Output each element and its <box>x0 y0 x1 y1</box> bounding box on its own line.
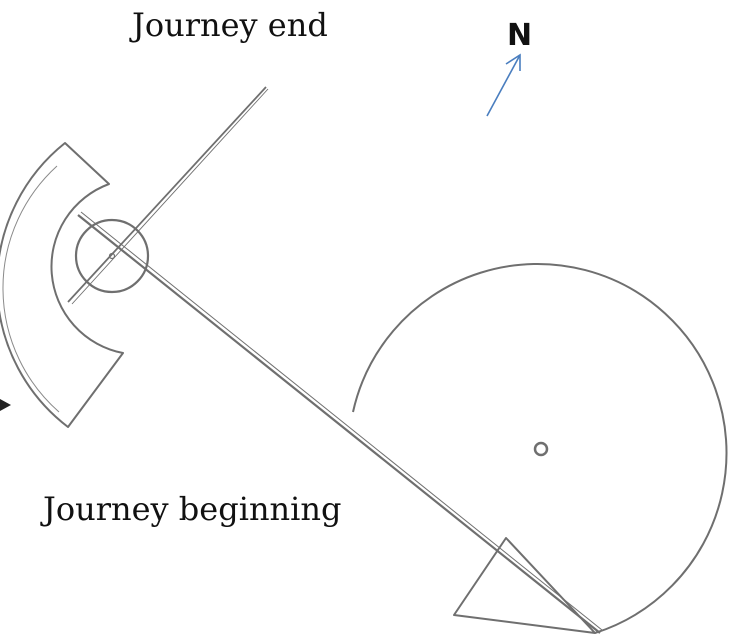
small-circle-center <box>108 252 116 260</box>
large-wheel-hub <box>533 441 549 457</box>
large-wheel-outline <box>352 263 728 634</box>
small-circle <box>74 218 150 294</box>
left-sector-shape <box>0 142 124 428</box>
north-label: N <box>507 18 533 53</box>
journey-path <box>77 211 603 634</box>
left-edge-arrowhead <box>0 399 11 411</box>
journey-end-line <box>67 86 269 305</box>
journey-beginning-label: Journey beginning <box>43 490 342 528</box>
journey-end-label: Journey end <box>132 6 328 44</box>
north-arrow <box>486 53 521 117</box>
left-sector-inner-arc <box>2 165 60 413</box>
